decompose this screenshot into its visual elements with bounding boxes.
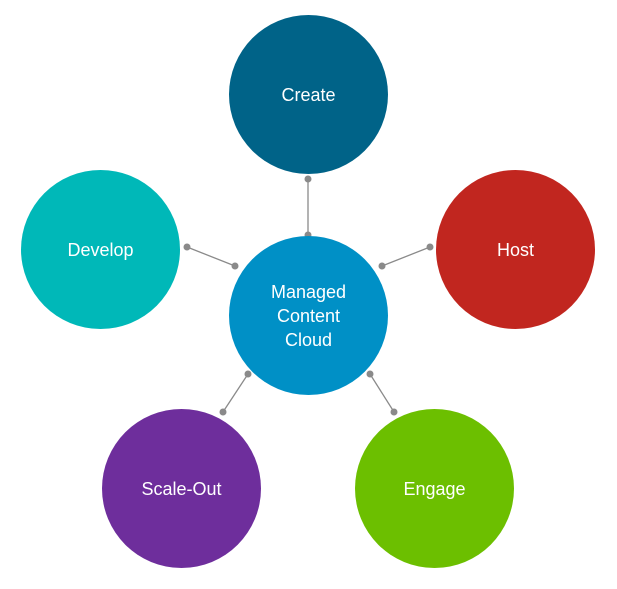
node-scale-out: Scale-Out bbox=[102, 409, 261, 568]
node-scale-out-label: Scale-Out bbox=[141, 478, 222, 499]
connector-scale-out bbox=[219, 370, 252, 416]
node-host-label: Host bbox=[496, 239, 534, 260]
center-label: Managed Content Cloud bbox=[270, 281, 347, 350]
node-create-label: Create bbox=[281, 84, 336, 105]
connector-develop bbox=[183, 243, 239, 270]
node-engage-label: Engage bbox=[403, 478, 466, 499]
node-develop-label: Develop bbox=[67, 239, 134, 260]
node-develop: Develop bbox=[21, 170, 180, 329]
node-engage: Engage bbox=[355, 409, 514, 568]
node-center: Managed Content Cloud bbox=[229, 236, 388, 395]
node-host: Host bbox=[436, 170, 595, 329]
connector-engage bbox=[366, 370, 398, 416]
node-create: Create bbox=[229, 15, 388, 174]
connector-create bbox=[304, 175, 312, 239]
connector-host bbox=[378, 243, 434, 270]
